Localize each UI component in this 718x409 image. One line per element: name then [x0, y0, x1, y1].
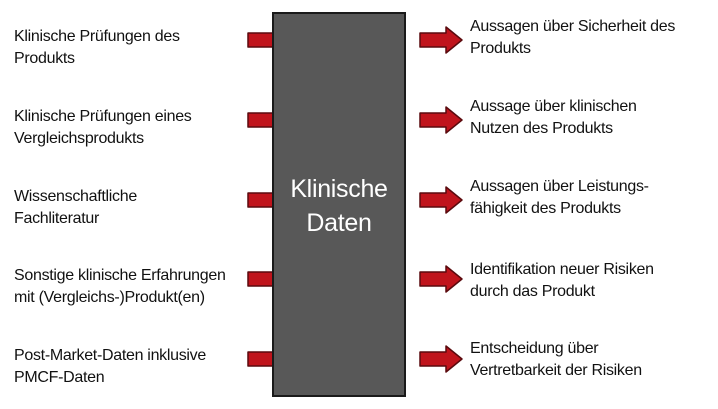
output-label-safety: Aussagen über Sicherheit des Produkts [470, 18, 676, 57]
clinical-data-title: Klinische Daten [290, 175, 388, 237]
input-label-clinical-trials-product: Klinische Prüfungen des Produkts [14, 28, 180, 67]
output-label-performance: Aussagen über Leistungs- fähigkeit des P… [470, 178, 649, 217]
clinical-data-box [272, 12, 406, 397]
input-label-post-market-data: Post-Market-Daten inklusive PMCF-Daten [14, 347, 206, 386]
output-label-clinical-benefit: Aussage über klinischen Nutzen des Produ… [470, 98, 637, 137]
input-label-other-clinical-experience: Sonstige klinische Erfahrungen mit (Verg… [14, 267, 226, 306]
input-label-clinical-trials-comparator: Klinische Prüfungen eines Vergleichsprod… [14, 108, 192, 147]
arrow-right-icon [419, 106, 463, 134]
arrow-right-icon [419, 26, 463, 54]
arrow-right-icon [419, 186, 463, 214]
arrow-right-icon [419, 265, 463, 293]
arrow-right-icon [419, 345, 463, 373]
output-label-risk-acceptability: Entscheidung über Vertretbarkeit der Ris… [470, 340, 642, 379]
input-label-scientific-literature: Wissenschaftliche Fachliteratur [14, 188, 137, 227]
output-label-new-risks: Identifikation neuer Risiken durch das P… [470, 261, 654, 300]
